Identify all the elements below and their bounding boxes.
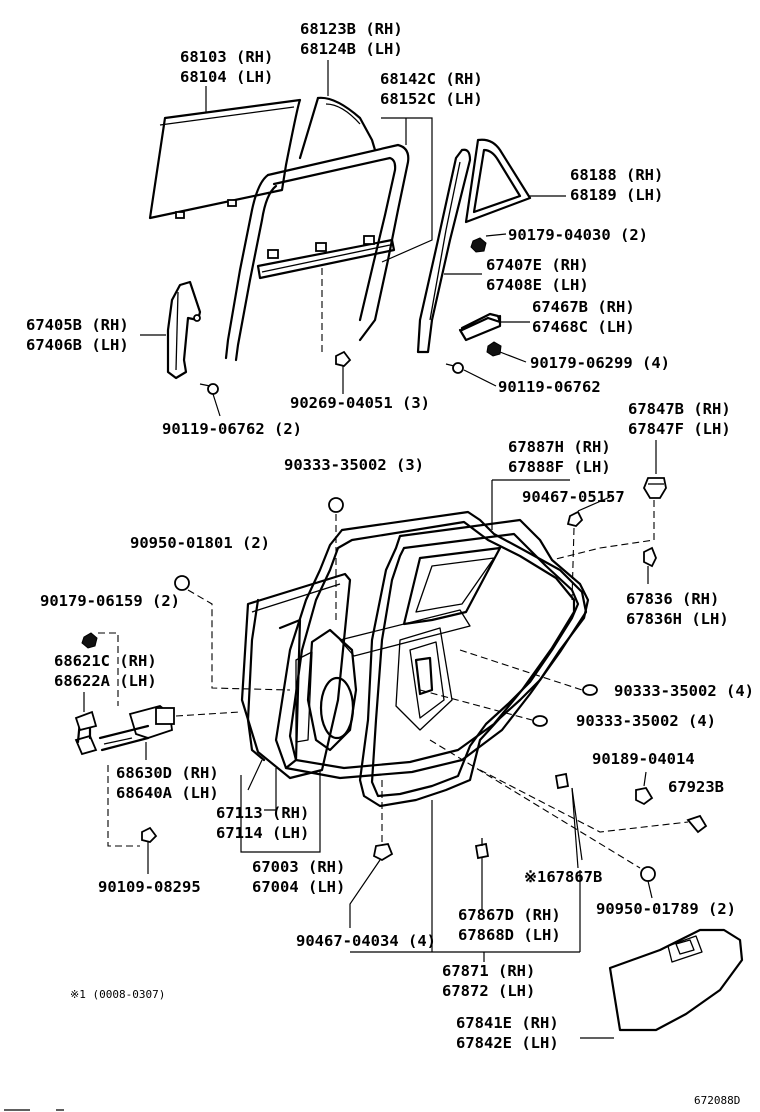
quarter-window-part bbox=[464, 138, 532, 224]
footnote: ※1 (0008-0307) bbox=[70, 988, 165, 1001]
label-67842E: 67842E (LH) bbox=[456, 1034, 559, 1052]
label-67004: 67004 (LH) bbox=[252, 878, 345, 896]
label-67867D: 67867D (RH) bbox=[458, 906, 561, 924]
plug-90950-01789 bbox=[640, 866, 656, 882]
nut-90179-04030 bbox=[470, 237, 487, 253]
stopper-67847B bbox=[642, 477, 667, 499]
label-67868D: 67868D (LH) bbox=[458, 926, 561, 944]
label-67836H: 67836H (LH) bbox=[626, 610, 729, 628]
label-67468C: 67468C (LH) bbox=[532, 318, 635, 336]
label-68124B: 68124B (LH) bbox=[300, 40, 403, 58]
clip-90269-04051 bbox=[335, 350, 352, 367]
clip-67867D bbox=[474, 838, 490, 860]
door-glass-part bbox=[148, 98, 302, 220]
label-90467-05157: 90467-05157 bbox=[522, 488, 625, 506]
label-68123B: 68123B (RH) bbox=[300, 20, 403, 38]
label-68630D: 68630D (RH) bbox=[116, 764, 219, 782]
label-68103: 68103 (RH) bbox=[180, 48, 273, 66]
label-67467B: 67467B (RH) bbox=[532, 298, 635, 316]
rear-sash-channel-part bbox=[416, 148, 472, 354]
label-90950-01801: 90950-01801 (2) bbox=[130, 534, 270, 552]
hinge-68621C bbox=[74, 710, 98, 756]
label-68189: 68189 (LH) bbox=[570, 186, 663, 204]
grommet-mid-1 bbox=[582, 684, 598, 696]
door-trim-shield-part bbox=[608, 928, 744, 1032]
label-90467-04034: 90467-04034 (4) bbox=[296, 932, 436, 950]
label-90269-04051: 90269-04051 (3) bbox=[290, 394, 430, 412]
label-67872: 67872 (LH) bbox=[442, 982, 535, 1000]
clip-90467-05157 bbox=[566, 510, 584, 527]
plug-90950-01801 bbox=[174, 575, 190, 591]
front-sash-channel-part bbox=[166, 280, 202, 380]
part-labels: 68123B (RH) 68124B (LH) 68103 (RH) 68104… bbox=[26, 20, 754, 1107]
label-167867B: ※167867B bbox=[524, 868, 602, 886]
label-68188: 68188 (RH) bbox=[570, 166, 663, 184]
bolt-90109-08295 bbox=[141, 826, 158, 843]
hinge-68630D bbox=[98, 705, 175, 752]
drawing-number: 672088D bbox=[694, 1094, 740, 1107]
label-90950-01789: 90950-01789 (2) bbox=[596, 900, 736, 918]
label-67114: 67114 (LH) bbox=[216, 824, 309, 842]
label-67406B: 67406B (LH) bbox=[26, 336, 129, 354]
label-67003: 67003 (RH) bbox=[252, 858, 345, 876]
label-68104: 68104 (LH) bbox=[180, 68, 273, 86]
screw-90189-04014 bbox=[635, 786, 654, 806]
label-90119-06762-right: 90119-06762 bbox=[498, 378, 601, 396]
label-68622A: 68622A (LH) bbox=[54, 672, 157, 690]
label-67113: 67113 (RH) bbox=[216, 804, 309, 822]
bolt-90119-06762-left bbox=[199, 383, 219, 395]
nut-90179-06299 bbox=[486, 341, 502, 357]
door-opening-weatherstrip-part bbox=[274, 510, 588, 780]
label-67847B: 67847B (RH) bbox=[628, 400, 731, 418]
label-67408E: 67408E (LH) bbox=[486, 276, 589, 294]
label-67847F: 67847F (LH) bbox=[628, 420, 731, 438]
run-channel-part bbox=[224, 143, 410, 362]
stopper-67923B bbox=[686, 814, 708, 834]
outer-panel-part bbox=[246, 598, 266, 762]
label-90333-mid-2: 90333-35002 (4) bbox=[576, 712, 716, 730]
clip-90467-04034 bbox=[372, 842, 394, 862]
label-68621C: 68621C (RH) bbox=[54, 652, 157, 670]
label-90179-06159: 90179-06159 (2) bbox=[40, 592, 180, 610]
nut-90179-06159 bbox=[81, 632, 98, 649]
label-90119-06762-left: 90119-06762 (2) bbox=[162, 420, 302, 438]
door-frame-part bbox=[358, 518, 590, 808]
label-90189-04014: 90189-04014 bbox=[592, 750, 695, 768]
label-68152C: 68152C (LH) bbox=[380, 90, 483, 108]
label-68142C: 68142C (RH) bbox=[380, 70, 483, 88]
bumper-67836 bbox=[643, 546, 657, 568]
label-67888F: 67888F (LH) bbox=[508, 458, 611, 476]
label-90333-top: 90333-35002 (3) bbox=[284, 456, 424, 474]
label-67923B: 67923B bbox=[668, 778, 724, 796]
label-90333-mid-1: 90333-35002 (4) bbox=[614, 682, 754, 700]
label-68640A: 68640A (LH) bbox=[116, 784, 219, 802]
clip-167867B bbox=[554, 772, 570, 790]
label-90109-08295: 90109-08295 bbox=[98, 878, 201, 896]
label-67836: 67836 (RH) bbox=[626, 590, 719, 608]
label-67407E: 67407E (RH) bbox=[486, 256, 589, 274]
label-90179-06299: 90179-06299 (4) bbox=[530, 354, 670, 372]
label-67871: 67871 (RH) bbox=[442, 962, 535, 980]
label-67887H: 67887H (RH) bbox=[508, 438, 611, 456]
bolt-90119-06762-right bbox=[445, 362, 464, 374]
grommet-mid-2 bbox=[532, 715, 548, 727]
label-67405B: 67405B (RH) bbox=[26, 316, 129, 334]
division-bar-part bbox=[298, 96, 377, 160]
grommet-top bbox=[328, 497, 344, 513]
bracket-part bbox=[458, 312, 502, 342]
door-inner-structure bbox=[295, 609, 471, 752]
label-90179-04030: 90179-04030 (2) bbox=[508, 226, 648, 244]
label-67841E: 67841E (RH) bbox=[456, 1014, 559, 1032]
